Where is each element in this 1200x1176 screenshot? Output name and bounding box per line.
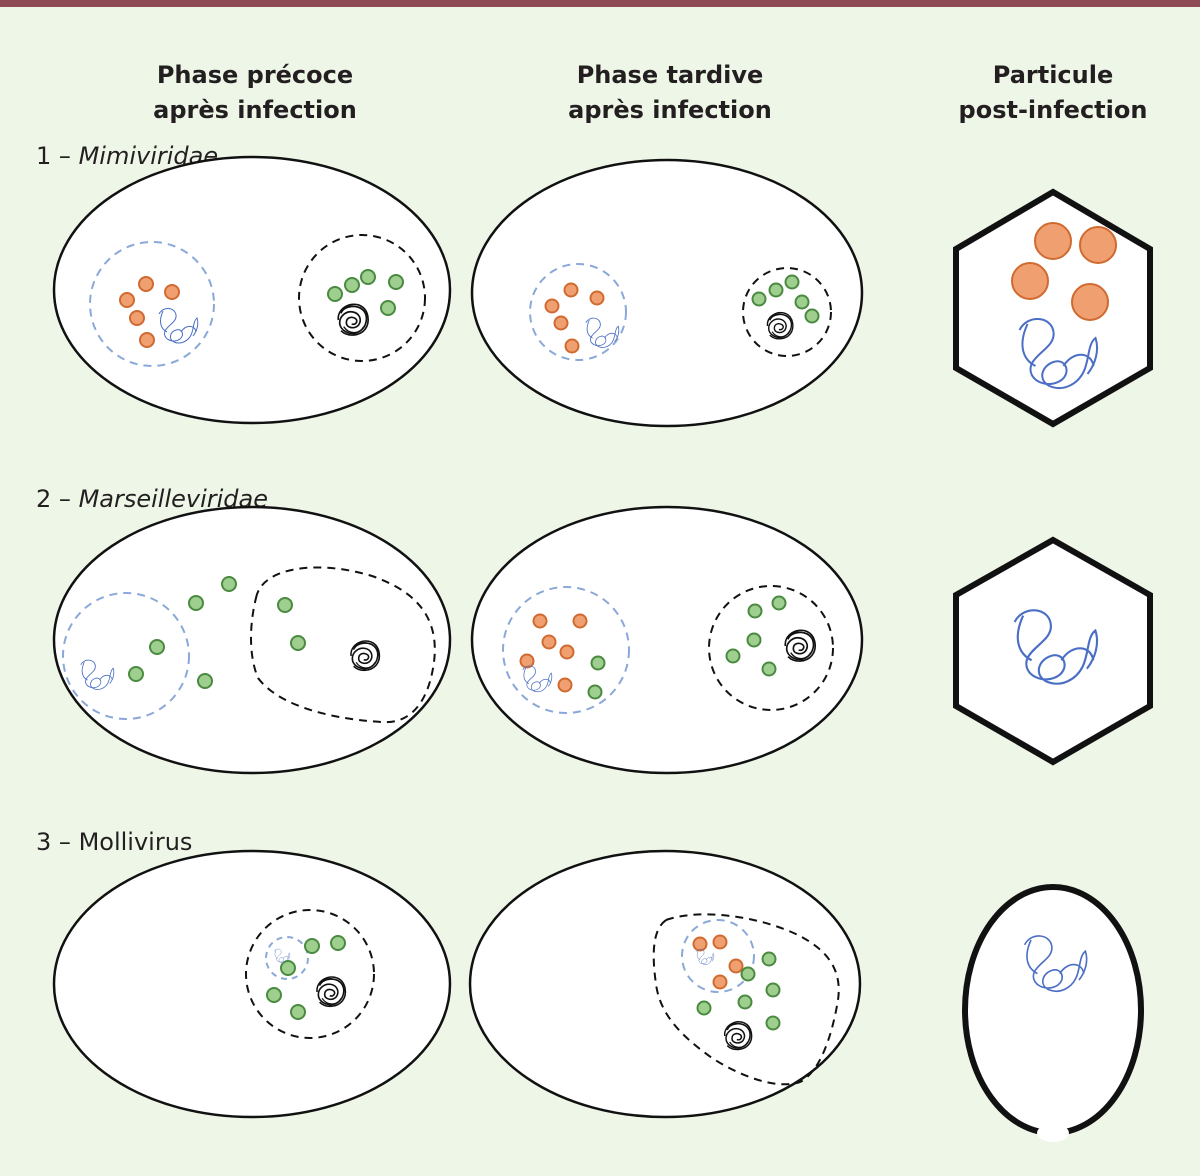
green-particles [128, 576, 306, 689]
nucleus-compartment [250, 566, 436, 724]
green-particles [266, 935, 346, 1020]
row3-early-cell [52, 849, 452, 1119]
row2-early-cell [52, 505, 452, 775]
cytoplasmic-compartment [62, 592, 190, 720]
nucleus-compartment [708, 585, 834, 711]
orange-particles [1011, 222, 1117, 321]
nucleus-compartment [742, 267, 832, 357]
cell-membrane [468, 849, 862, 1119]
cell-membrane [470, 505, 864, 775]
column-header-late-phase: Phase tardive après infection [555, 58, 785, 128]
row1-early-cell [52, 155, 452, 425]
cytoplasmic-compartment [529, 263, 627, 361]
green-particles [587, 595, 787, 700]
nucleus-compartment [652, 913, 840, 1086]
cell-membrane [52, 849, 452, 1119]
green-particles [696, 951, 781, 1031]
orange-particles [692, 934, 744, 990]
row-separator: – [58, 485, 71, 513]
column-header-line2: post-infection [958, 96, 1148, 124]
row-name: Mollivirus [78, 828, 193, 856]
column-header-early-phase: Phase précoce après infection [140, 58, 370, 128]
orange-particles [544, 282, 605, 354]
green-particles [751, 274, 820, 324]
row3-late-cell [468, 849, 862, 1119]
row2-late-cell [470, 505, 864, 775]
row2-particle [953, 536, 1153, 766]
row1-particle [953, 188, 1153, 428]
capsid-ovoid [962, 884, 1144, 1136]
cell-membrane [52, 155, 452, 425]
cytoplasmic-compartment [681, 919, 755, 993]
cytoplasmic-compartment [89, 241, 215, 367]
cytoplasmic-compartment [502, 586, 630, 714]
row-number: 3 [36, 828, 52, 856]
column-header-line2: après infection [153, 96, 357, 124]
row-number: 2 [36, 485, 52, 513]
cell-membrane [470, 158, 864, 428]
row3-particle [962, 884, 1144, 1142]
nucleus-compartment [298, 234, 426, 362]
row-number: 1 [36, 142, 52, 170]
column-header-line1: Phase tardive [576, 61, 764, 89]
orange-particles [519, 613, 588, 693]
row-separator: – [58, 828, 71, 856]
capsid-hexagon [953, 536, 1153, 766]
nucleus-compartment [245, 909, 375, 1039]
column-header-line1: Particule [992, 61, 1114, 89]
row1-late-cell [470, 158, 864, 428]
row-label-mollivirus: 3 – Mollivirus [36, 828, 192, 856]
row-separator: – [58, 142, 71, 170]
top-rule [0, 0, 1200, 7]
column-header-line1: Phase précoce [156, 61, 354, 89]
orange-particles [119, 276, 180, 348]
green-particles [327, 269, 404, 316]
column-header-line2: après infection [568, 96, 772, 124]
portal-opening [1037, 1124, 1069, 1142]
column-header-particle: Particule post-infection [938, 58, 1168, 128]
cytoplasmic-compartment [265, 936, 309, 980]
